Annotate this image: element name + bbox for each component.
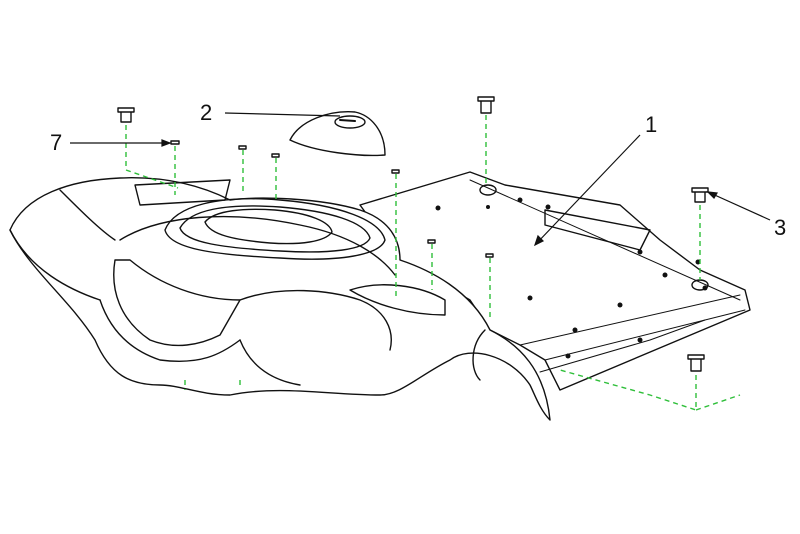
cap-part	[289, 111, 386, 157]
assembly-guide-lines	[125, 115, 741, 411]
callout-1: 1	[645, 112, 658, 137]
callout-7: 7	[50, 130, 63, 155]
screws	[117, 96, 709, 372]
callout-3: 3	[774, 215, 787, 240]
callout-2: 2	[200, 100, 213, 125]
